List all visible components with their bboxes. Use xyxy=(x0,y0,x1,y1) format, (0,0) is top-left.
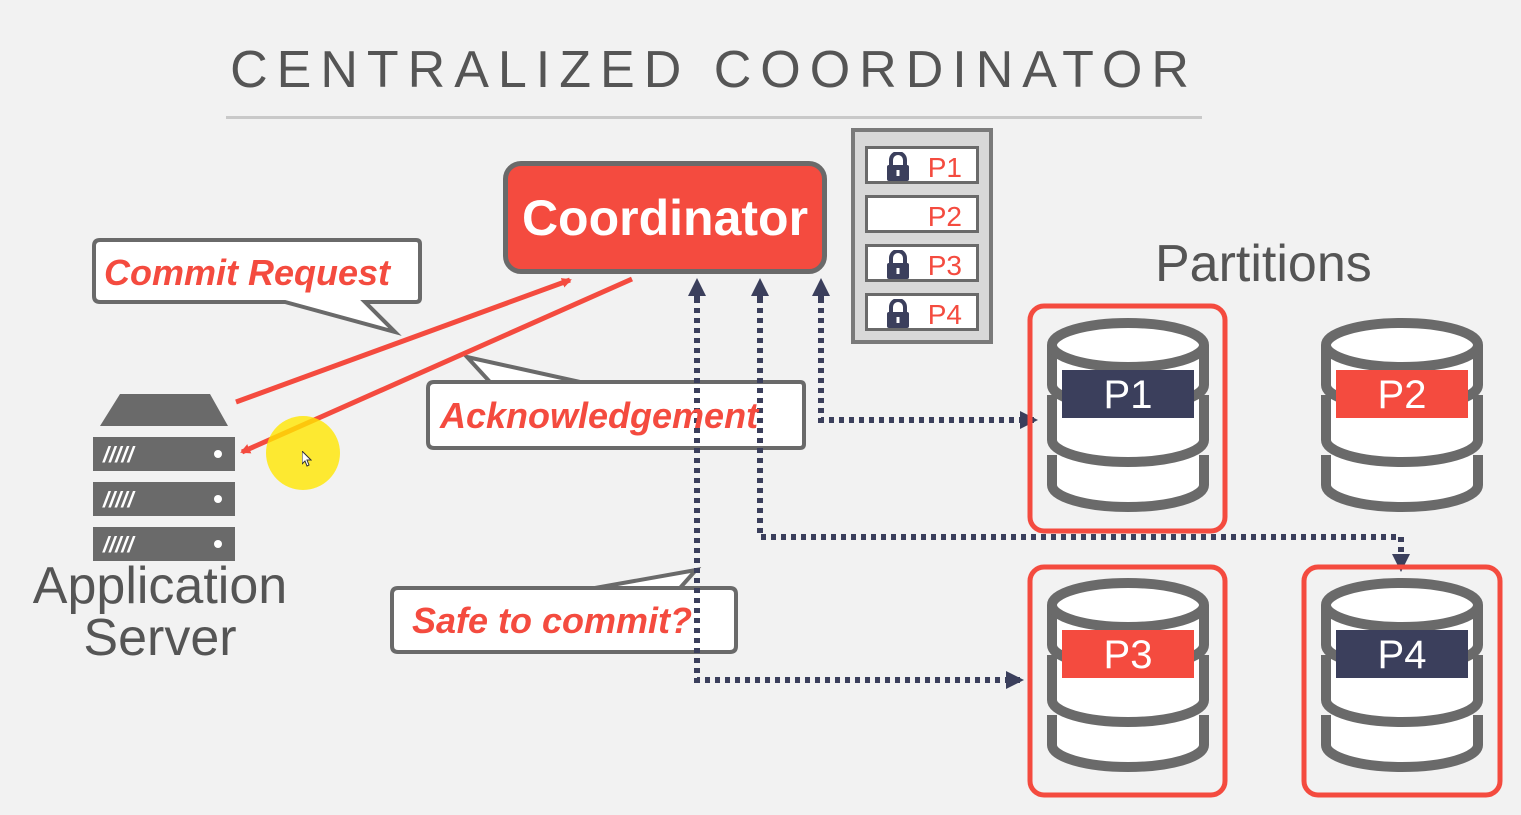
lock-icon xyxy=(887,152,909,181)
lock-row-p4: P4 xyxy=(865,293,979,331)
cursor-icon xyxy=(302,451,312,467)
app-server-label-line2: Server xyxy=(83,609,237,667)
partition-label-p1: P1 xyxy=(1103,373,1153,417)
lock-row-p2: P2 xyxy=(865,195,979,233)
lock-row-label: P3 xyxy=(927,250,962,281)
title-divider xyxy=(226,116,1202,119)
svg-text://///: ///// xyxy=(102,487,136,512)
safe-to-commit-arrow-p3 xyxy=(694,288,1024,689)
callout-commit-request xyxy=(92,238,422,336)
database-icon-p1 xyxy=(1027,303,1228,534)
partition-label-p2: P2 xyxy=(1377,373,1427,417)
safe-to-commit-arrow-p4 xyxy=(757,288,1410,572)
database-icon-p3 xyxy=(1027,564,1228,798)
callout-acknowledgement xyxy=(426,353,806,450)
database-icon-p2 xyxy=(1321,318,1483,512)
callout-commit-request-text: Commit Request xyxy=(104,252,391,293)
server-icon: ///// ///// ///// xyxy=(93,394,235,561)
lock-icon xyxy=(887,299,909,328)
lock-table: P1 P2 P3 P4 xyxy=(851,128,993,344)
slide-title: CENTRALIZED COORDINATOR xyxy=(230,41,1198,99)
callout-acknowledgement-text: Acknowledgement xyxy=(440,395,759,436)
dotted-arrows xyxy=(688,278,1410,689)
svg-text://///: ///// xyxy=(102,442,136,467)
lock-icon xyxy=(887,250,909,279)
database-icon-p4 xyxy=(1301,564,1503,798)
lock-row-p1: P1 xyxy=(865,146,979,184)
callout-safe-to-commit-text: Safe to commit? xyxy=(412,600,693,641)
lock-row-p3: P3 xyxy=(865,244,979,282)
app-server-label-line1: Application xyxy=(32,557,288,615)
coordinator-label: Coordinator xyxy=(521,189,809,246)
callout-safe-to-commit xyxy=(390,567,738,654)
app-server-label: Application Server xyxy=(0,560,320,664)
partitions-heading: Partitions xyxy=(1155,235,1372,293)
lock-row-label: P4 xyxy=(927,299,962,330)
svg-text://///: ///// xyxy=(102,532,136,557)
coordinator-node: Coordinator xyxy=(503,161,827,274)
safe-to-commit-arrow-p1 xyxy=(818,288,1038,429)
lock-row-label: P1 xyxy=(927,152,962,183)
partition-label-p3: P3 xyxy=(1103,633,1153,677)
commit-request-arrow xyxy=(235,277,572,405)
lock-row-label: P2 xyxy=(927,201,962,232)
partition-label-p4: P4 xyxy=(1377,633,1427,677)
